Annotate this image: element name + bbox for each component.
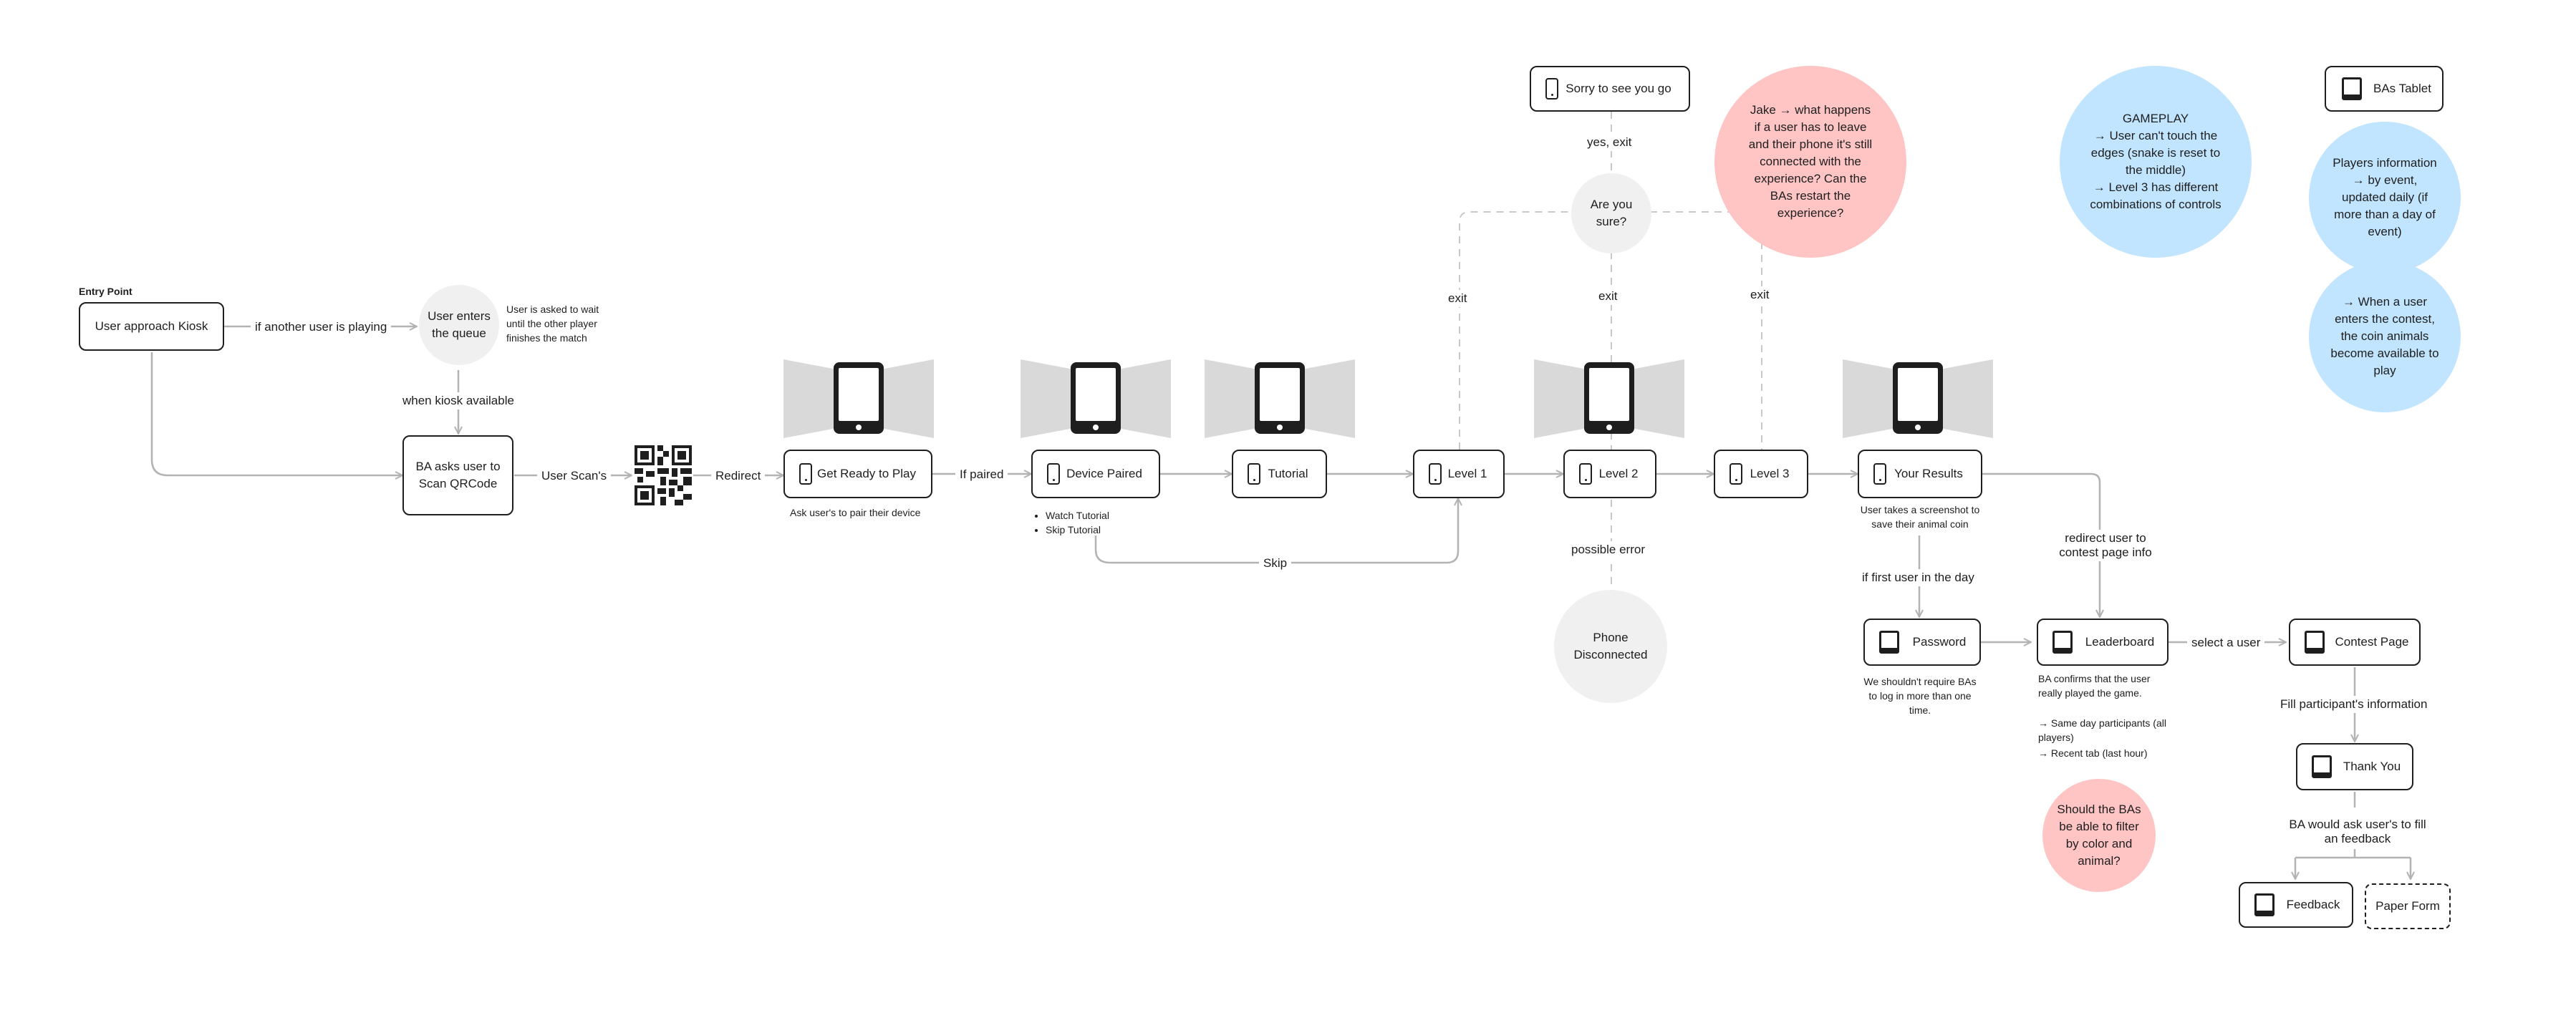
gameplay-bubble: GAMEPLAY → User can't touch the edges (s…: [2060, 66, 2252, 258]
level3-node[interactable]: Level 3: [1714, 450, 1808, 498]
phone-icon: [1730, 463, 1742, 485]
jake-question-bubble: Jake → what happens if a user has to lea…: [1714, 66, 1906, 258]
level1-node[interactable]: Level 1: [1413, 450, 1505, 498]
level1-label: Level 1: [1447, 467, 1487, 480]
pair-note: Ask user's to pair their device: [790, 507, 921, 518]
thank-you-label: Thank You: [2343, 760, 2401, 773]
phone-icon: [1873, 463, 1886, 485]
get-ready-label: Get Ready to Play: [817, 467, 916, 480]
phone-icon: [1545, 78, 1558, 100]
sorry-node[interactable]: Sorry to see you go: [1530, 66, 1690, 112]
edge-label-skip: Skip: [1259, 555, 1292, 572]
leaderboard-label: Leaderboard: [2085, 635, 2155, 649]
level2-node[interactable]: Level 2: [1563, 450, 1656, 498]
phone-icon: [1248, 463, 1260, 485]
password-node[interactable]: Password: [1863, 619, 1981, 666]
leaderboard-tab-same-day: → Same day participants (all players): [2038, 717, 2166, 743]
leaderboard-node[interactable]: Leaderboard: [2037, 619, 2169, 666]
level2-label: Level 2: [1598, 467, 1639, 480]
device-paired-label: Device Paired: [1066, 467, 1142, 480]
wait-note: User is asked to wait until the other pl…: [506, 304, 599, 344]
edge-label-kiosk-available: when kiosk available: [398, 392, 518, 409]
edge-label-exit-level3: exit: [1746, 286, 1774, 304]
tutorial-label: Tutorial: [1268, 467, 1308, 480]
leaderboard-tab-recent: → Recent tab (last hour): [2038, 747, 2148, 759]
screenshot-note: User takes a screenshot to save their an…: [1860, 504, 1980, 530]
contest-page-label: Contest Page: [2335, 635, 2409, 649]
tablet-icon: [2305, 631, 2325, 654]
contest-page-node[interactable]: Contest Page: [2289, 619, 2421, 666]
tablet-illustration-get-ready: [783, 359, 934, 438]
phone-icon: [799, 463, 812, 485]
players-info-bubble: Players information → by event, updated …: [2309, 122, 2461, 273]
tablet-icon: [2312, 755, 2332, 778]
results-node[interactable]: Your Results: [1858, 450, 1982, 498]
thank-you-node[interactable]: Thank You: [2296, 743, 2413, 790]
tablet-icon: [1879, 631, 1899, 654]
tablet-icon: [2052, 631, 2073, 654]
tablet-illustration-level2: [1534, 359, 1684, 438]
filter-question-bubble: Should the BAs be able to filter by colo…: [2042, 779, 2156, 892]
edge-label-ba-ask: BA would ask user's to fill an feedback: [2282, 816, 2433, 848]
edge-label-exit-level1: exit: [1444, 290, 1472, 307]
get-ready-node[interactable]: Get Ready to Play: [783, 450, 932, 498]
edge-label-possible-error: possible error: [1567, 541, 1649, 558]
edge-label-redirect: Redirect: [711, 467, 766, 485]
edge-label-first-user: if first user in the day: [1858, 569, 1979, 586]
qr-code-icon: [635, 445, 692, 505]
sorry-label: Sorry to see you go: [1566, 82, 1671, 95]
device-paired-node[interactable]: Device Paired: [1031, 450, 1160, 498]
password-note: We shouldn't require BAs to log in more …: [1863, 676, 1977, 716]
tutorial-node[interactable]: Tutorial: [1232, 450, 1327, 498]
kiosk-node[interactable]: User approach Kiosk: [79, 302, 224, 351]
level3-label: Level 3: [1750, 467, 1790, 480]
edge-label-redirect-contest: redirect user to contest page info: [2048, 530, 2163, 561]
scan-qr-node[interactable]: BA asks user to Scan QRCode: [402, 435, 513, 515]
edge-label-select-user: select a user: [2187, 634, 2265, 651]
phone-icon: [1429, 463, 1442, 485]
tablet-illustration-results: [1843, 359, 1993, 438]
tutorial-options-list: Watch Tutorial Skip Tutorial: [1031, 508, 1109, 537]
tablet-icon: [2342, 77, 2362, 100]
entry-point-label: Entry Point: [79, 286, 132, 297]
tablet-illustration-device-paired: [1021, 359, 1171, 438]
queue-node[interactable]: User enters the queue: [419, 285, 499, 365]
tutorial-option-watch: Watch Tutorial: [1046, 508, 1109, 523]
results-label: Your Results: [1894, 467, 1963, 480]
paper-form-node[interactable]: Paper Form: [2365, 883, 2451, 929]
edge-label-another-playing: if another user is playing: [251, 319, 392, 336]
bas-tablet-label: BAs Tablet: [2373, 82, 2431, 95]
edge-label-yes-exit: yes, exit: [1583, 134, 1636, 151]
edge-label-fill-info: Fill participant's information: [2276, 696, 2432, 713]
feedback-label: Feedback: [2286, 898, 2340, 911]
edge-label-if-paired: If paired: [955, 466, 1008, 483]
phone-icon: [1047, 463, 1060, 485]
tutorial-option-skip: Skip Tutorial: [1046, 523, 1109, 537]
feedback-node[interactable]: Feedback: [2239, 882, 2353, 928]
bas-tablet-legend: BAs Tablet: [2325, 66, 2444, 112]
phone-disconnected-node[interactable]: Phone Disconnected: [1554, 590, 1667, 703]
phone-icon: [1579, 463, 1592, 485]
are-you-sure-node[interactable]: Are you sure?: [1571, 173, 1651, 253]
edge-label-exit-level2: exit: [1594, 288, 1622, 305]
edge-label-user-scans: User Scan's: [537, 467, 612, 485]
coin-animals-bubble: → When a user enters the contest, the co…: [2309, 261, 2461, 412]
leaderboard-note: BA confirms that the user really played …: [2038, 673, 2151, 699]
gameplay-text: GAMEPLAY → User can't touch the edges (s…: [2090, 112, 2222, 211]
password-label: Password: [1912, 635, 1967, 649]
tablet-illustration-tutorial: [1205, 359, 1355, 438]
tablet-icon: [2254, 893, 2274, 916]
